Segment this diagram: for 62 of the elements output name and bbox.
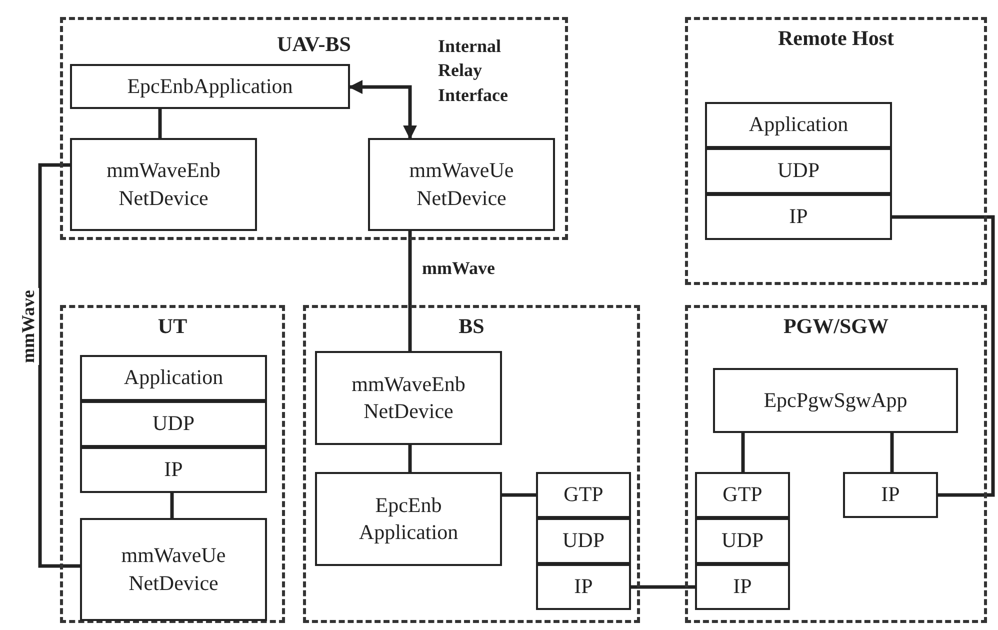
component-label: EpcEnb Application: [358, 492, 460, 546]
component-label: UDP: [777, 157, 820, 184]
component-box: [705, 194, 892, 240]
connector-line: [408, 445, 412, 472]
component-label: UDP: [152, 410, 194, 438]
component-box: [70, 64, 350, 109]
dashed-group-frame: [60, 17, 568, 240]
component-label: IP: [164, 456, 183, 484]
dashed-group-frame: [685, 17, 987, 285]
component-label: GTP: [564, 481, 604, 508]
component-label: mmWaveEnb NetDevice: [106, 157, 222, 212]
connector-line: [631, 585, 695, 589]
component-box: [695, 472, 790, 518]
component-box: [70, 138, 257, 231]
component-box: [536, 564, 631, 610]
connector-line: [502, 493, 536, 497]
component-label: EpcEnbApplication: [127, 72, 293, 100]
connector-line: [38, 163, 80, 568]
component-label: Application: [124, 364, 224, 392]
component-box: [705, 102, 892, 148]
dashed-group-frame: [685, 305, 987, 623]
interface-label: Internal Relay Interface: [438, 35, 509, 107]
component-label: mmWaveUe NetDevice: [408, 157, 515, 212]
component-box: [80, 355, 267, 401]
component-label: GTP: [722, 481, 762, 508]
component-box: [713, 368, 958, 433]
component-label: mmWaveUe NetDevice: [120, 542, 227, 596]
component-box: [695, 518, 790, 564]
connector-line: [741, 433, 745, 472]
component-box: [695, 564, 790, 610]
connector-line: [170, 493, 174, 518]
group-title: PGW/SGW: [783, 314, 888, 339]
component-box: [80, 401, 267, 447]
connector-line: [408, 231, 412, 351]
component-label: IP: [789, 203, 808, 230]
component-box: [315, 351, 502, 445]
component-label: UDP: [562, 527, 604, 554]
dashed-group-frame: [60, 305, 285, 623]
component-box: [536, 472, 631, 518]
group-title: UAV-BS: [277, 32, 351, 57]
connector-line: [348, 80, 417, 140]
group-title: BS: [458, 314, 484, 339]
component-box: [80, 518, 267, 621]
component-label: mmWaveEnb NetDevice: [350, 370, 466, 425]
component-box: [315, 472, 502, 566]
group-title: Remote Host: [778, 26, 894, 51]
component-box: [705, 148, 892, 194]
component-box: [843, 472, 938, 518]
group-title: UT: [158, 314, 188, 339]
component-label: IP: [574, 573, 593, 600]
connector-line: [890, 433, 894, 472]
component-label: Application: [748, 111, 848, 138]
component-label: UDP: [721, 527, 764, 554]
dashed-group-frame: [303, 305, 640, 623]
component-box: [368, 138, 555, 231]
connector-line: [892, 215, 995, 497]
component-box: [536, 518, 631, 564]
component-box: [80, 447, 267, 493]
component-label: EpcPgwSgwApp: [764, 386, 908, 414]
component-label: IP: [733, 573, 752, 600]
connector-line: [158, 109, 162, 138]
component-label: IP: [881, 481, 900, 508]
